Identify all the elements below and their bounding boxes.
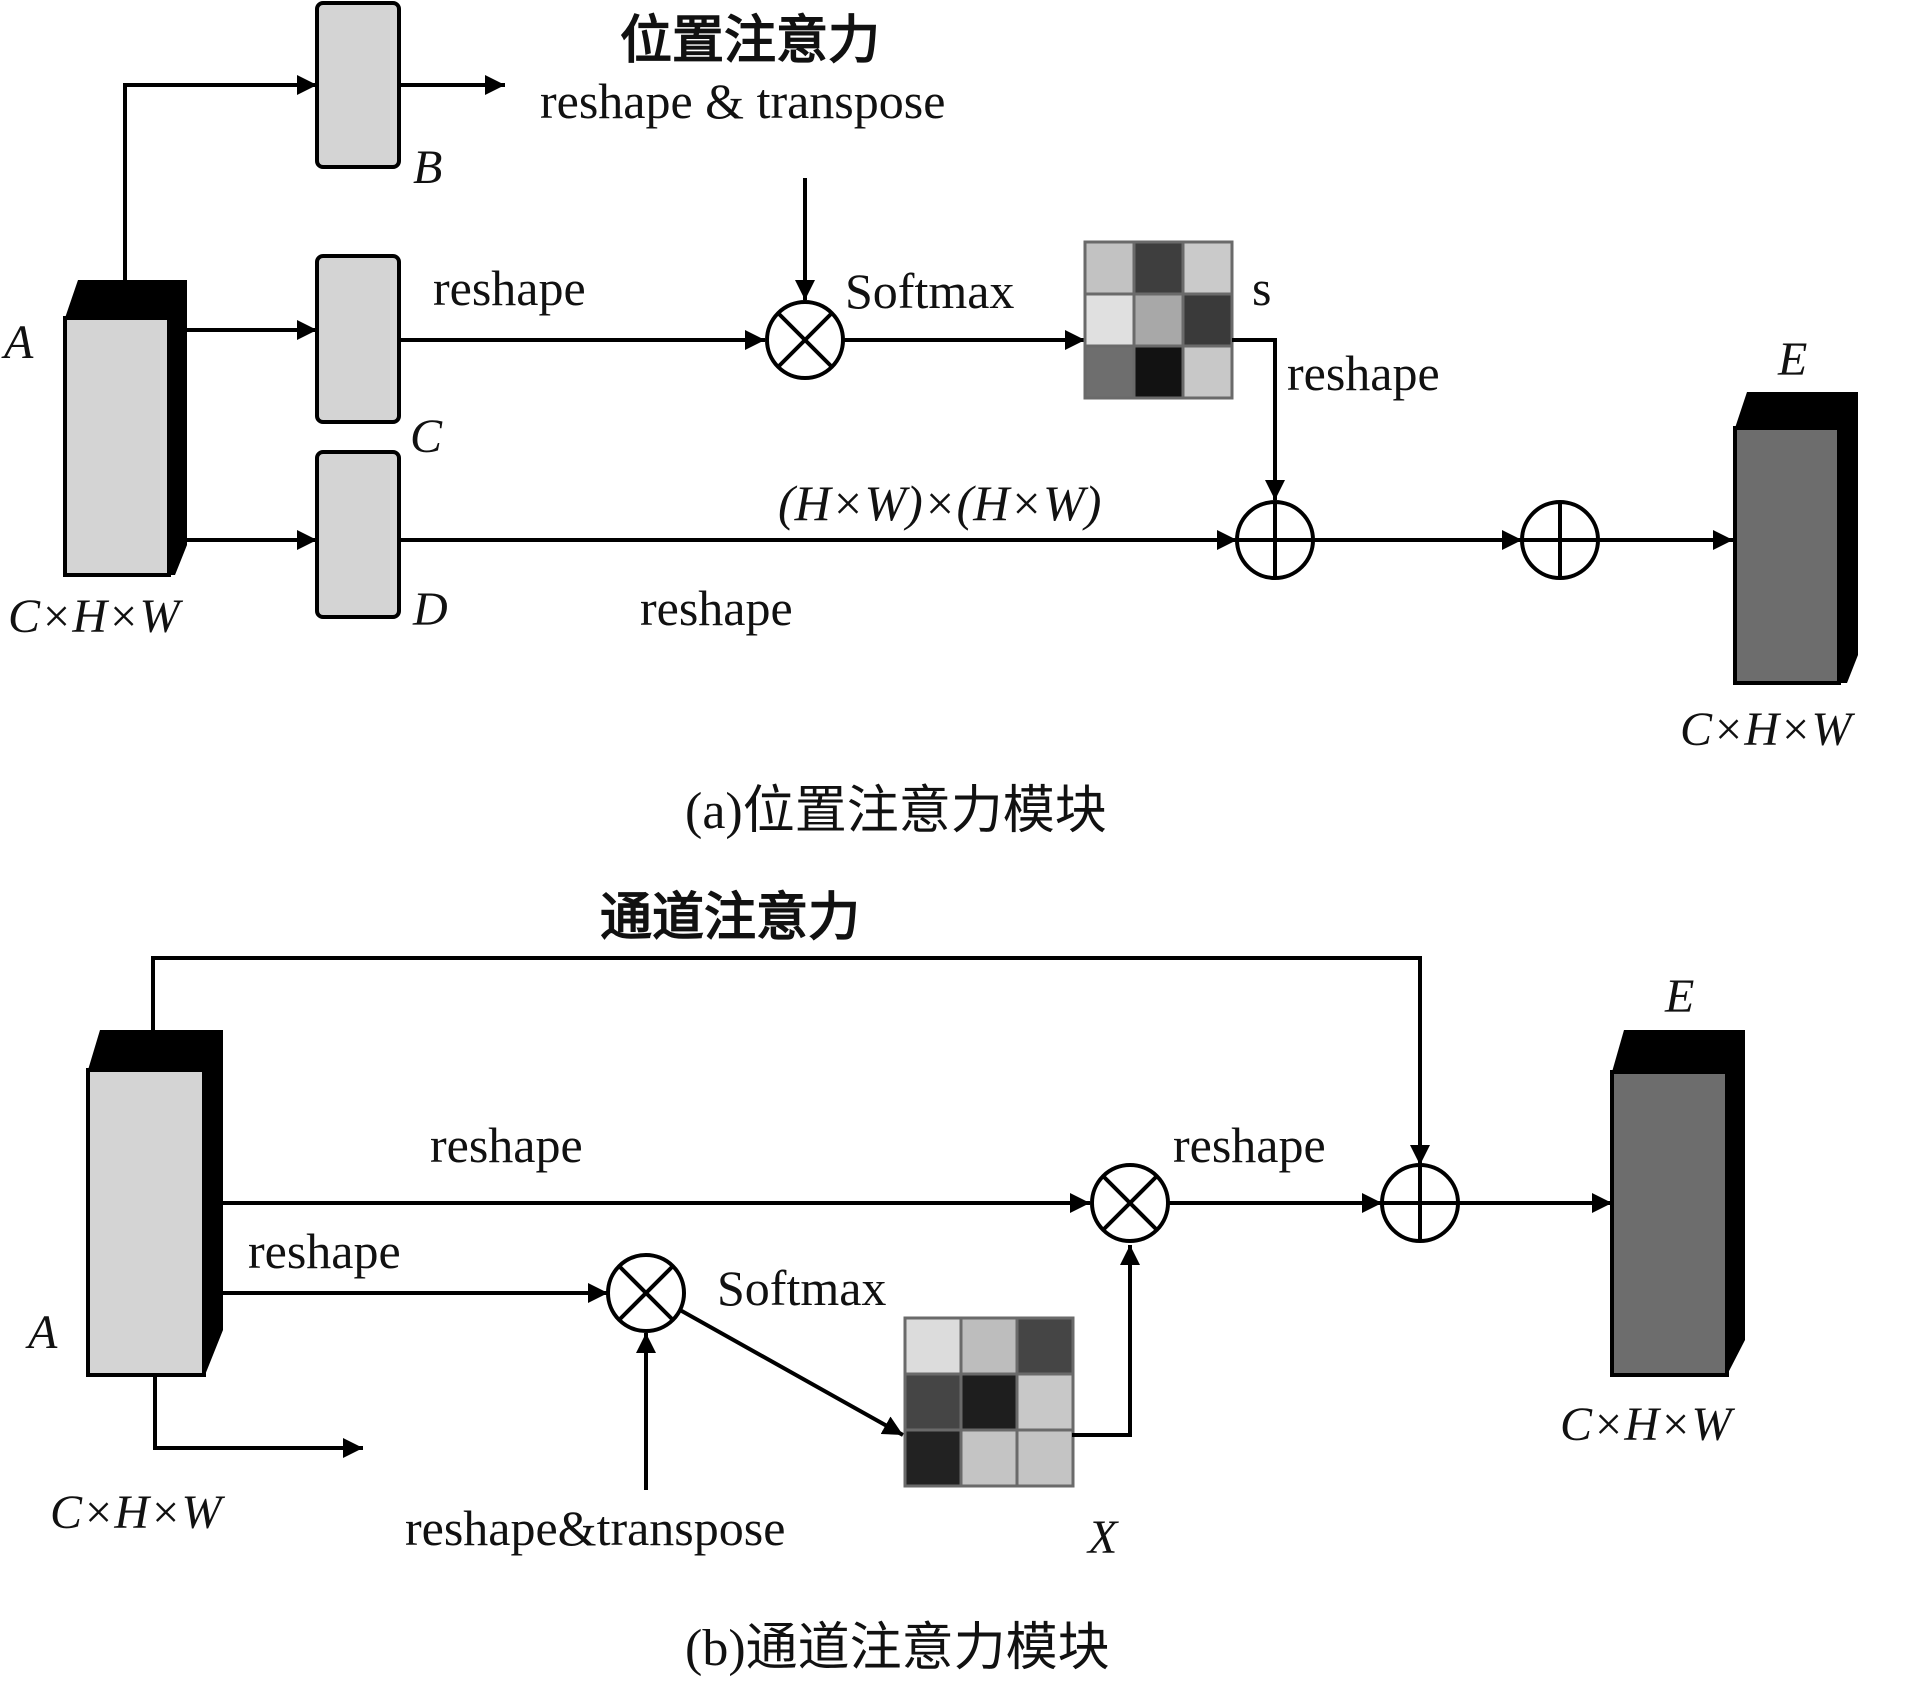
position-attention-title: 位置注意力 [620, 12, 880, 70]
feature-box-b [315, 1, 401, 169]
output-tensor-e-a [1733, 392, 1858, 685]
matrix-x-cell-7 [959, 1428, 1019, 1488]
matrix-s-label: s [1252, 260, 1271, 316]
feature-box-c [315, 254, 401, 424]
panel-b: 通道注意力 A C×H×W reshape reshape reshape&tr… [25, 889, 1745, 1677]
label-b: B [413, 141, 442, 194]
multiply-node-b1 [606, 1253, 686, 1333]
multiply-node-b2 [1090, 1163, 1170, 1243]
reshape-out-label: reshape [1173, 1117, 1326, 1173]
reshape-top-label: reshape [430, 1117, 583, 1173]
input-a-dims-b: C×H×W [50, 1486, 225, 1539]
matrix-x-cell-1 [959, 1316, 1019, 1376]
output-tensor-e-b [1610, 1030, 1745, 1377]
matrix-x-cell-5 [1015, 1372, 1075, 1432]
reshape-c-label: reshape [433, 260, 586, 316]
arrow-a-to-b [123, 75, 317, 280]
input-tensor-a [63, 280, 187, 577]
arrow-s-to-add [1232, 338, 1285, 500]
add-node-b [1380, 1163, 1460, 1243]
input-a-label: A [1, 316, 34, 369]
output-e-dims-b: C×H×W [1560, 1398, 1735, 1451]
output-e-label-a: E [1777, 333, 1807, 386]
panel-a: A C×H×W B C D 位置注意力 reshape & transpose … [1, 1, 1858, 840]
caption-a: (a)位置注意力模块 [685, 783, 1107, 840]
matrix-x-cell-4 [959, 1372, 1019, 1432]
add-node-a2 [1520, 500, 1600, 580]
softmax-label-a: Softmax [845, 263, 1014, 319]
softmax-label-b: Softmax [717, 1260, 886, 1316]
matrix-s-cell-7 [1132, 344, 1185, 400]
matrix-s-cell-6 [1083, 344, 1136, 400]
matrix-s-cell-4 [1132, 292, 1185, 348]
output-e-label-b: E [1664, 970, 1694, 1023]
matrix-s-cell-1 [1132, 240, 1185, 296]
matrix-s-cell-3 [1083, 292, 1136, 348]
reshape-s-label: reshape [1287, 345, 1440, 401]
dims-hw-label: (H×W)×(H×W) [778, 475, 1101, 531]
label-d: D [412, 583, 448, 636]
arrow-x-to-multiply-top [1072, 1245, 1140, 1437]
matrix-x-cell-8 [1015, 1428, 1075, 1488]
matrix-s-cell-0 [1083, 240, 1136, 296]
add-node-a1 [1235, 500, 1315, 580]
multiply-node-a [765, 300, 845, 380]
reshape-transpose-label-b: reshape&transpose [405, 1500, 785, 1556]
arrow-a-bottom-out [153, 1375, 363, 1458]
feature-box-d [315, 450, 401, 619]
matrix-x-cell-3 [903, 1372, 963, 1432]
reshape-mid-label: reshape [248, 1223, 401, 1279]
matrix-s-cell-2 [1181, 240, 1234, 296]
channel-attention-title: 通道注意力 [600, 889, 860, 947]
arrow-multiply-to-matrix-x [679, 1308, 904, 1437]
reshape-transpose-label: reshape & transpose [540, 73, 945, 129]
matrix-x-cell-6 [903, 1428, 963, 1488]
attention-matrix-x [903, 1316, 1075, 1488]
input-a-label-b: A [25, 1306, 58, 1359]
label-c: C [410, 410, 443, 463]
matrix-x-cell-0 [903, 1316, 963, 1376]
matrix-s-cell-8 [1181, 344, 1234, 400]
arrow-skip-to-add [151, 956, 1430, 1165]
input-a-dims: C×H×W [8, 590, 183, 643]
matrix-x-label: X [1086, 1511, 1119, 1564]
caption-b: (b)通道注意力模块 [685, 1620, 1110, 1677]
output-e-dims-a: C×H×W [1680, 703, 1855, 756]
attention-matrix-s [1083, 240, 1234, 400]
input-tensor-a-b [86, 1030, 223, 1377]
reshape-d-label: reshape [640, 580, 793, 636]
matrix-x-cell-2 [1015, 1316, 1075, 1376]
matrix-s-cell-5 [1181, 292, 1234, 348]
